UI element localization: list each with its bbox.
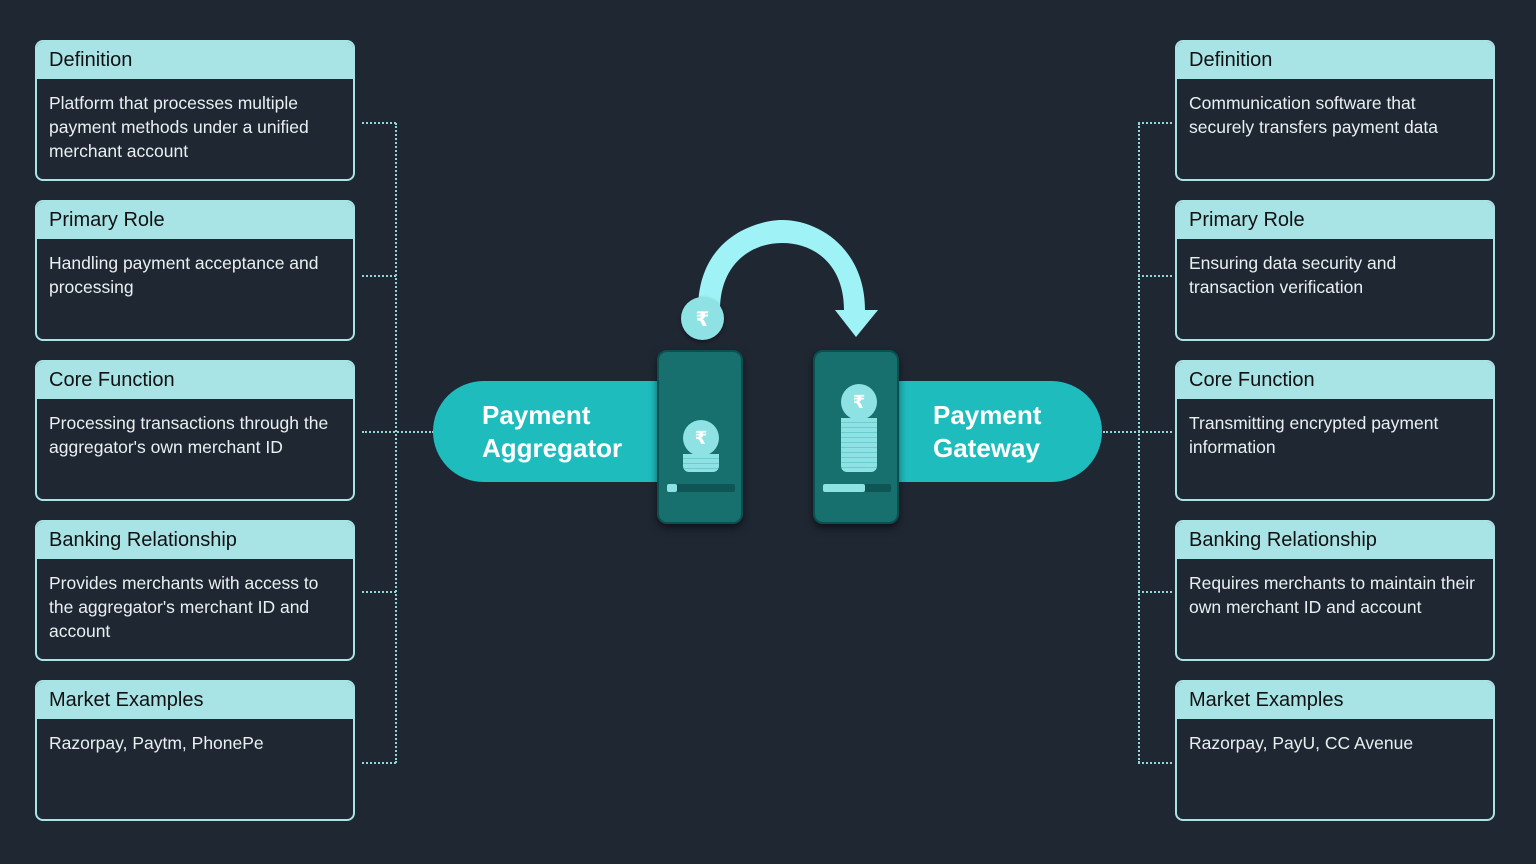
left-connector [362, 122, 396, 124]
card-body: Communication software that securely tra… [1189, 93, 1439, 137]
left-connector [362, 762, 396, 764]
rupee-coin-icon: ₹ [683, 420, 719, 456]
card-header: Core Function [37, 362, 353, 399]
left-connector [362, 431, 434, 433]
payment-aggregator-title: Payment Aggregator [482, 399, 622, 465]
card-body: Razorpay, Paytm, PhonePe [49, 733, 264, 753]
right-connector [1138, 122, 1172, 124]
aggregator-phone-icon: ₹ [657, 350, 743, 524]
card-header: Banking Relationship [37, 522, 353, 559]
left-card-market-examples: Market Examples Razorpay, Paytm, PhonePe [35, 680, 355, 821]
left-card-banking-relationship: Banking Relationship Provides merchants … [35, 520, 355, 661]
card-header: Definition [1177, 42, 1493, 79]
right-connector [1103, 431, 1172, 433]
left-card-primary-role: Primary Role Handling payment acceptance… [35, 200, 355, 341]
left-connector [362, 275, 396, 277]
title-line: Payment [933, 400, 1042, 430]
rupee-coin-icon: ₹ [681, 297, 724, 340]
curved-arrow-icon [698, 220, 878, 337]
right-connector [1138, 591, 1172, 593]
coin-stack-icon [841, 418, 877, 472]
card-header: Market Examples [1177, 682, 1493, 719]
left-card-core-function: Core Function Processing transactions th… [35, 360, 355, 501]
progress-bar [667, 484, 735, 492]
card-header: Primary Role [1177, 202, 1493, 239]
card-header: Banking Relationship [1177, 522, 1493, 559]
card-header: Primary Role [37, 202, 353, 239]
card-body: Requires merchants to maintain their own… [1189, 573, 1475, 617]
card-body: Razorpay, PayU, CC Avenue [1189, 733, 1414, 753]
left-card-definition: Definition Platform that processes multi… [35, 40, 355, 181]
gateway-phone-icon: ₹ [813, 350, 899, 524]
right-connector-vertical [1138, 123, 1140, 763]
card-body: Ensuring data security and transaction v… [1189, 253, 1397, 297]
card-body: Handling payment acceptance and processi… [49, 253, 319, 297]
right-card-core-function: Core Function Transmitting encrypted pay… [1175, 360, 1495, 501]
payment-gateway-pill [880, 381, 1102, 482]
title-line: Gateway [933, 433, 1040, 463]
right-card-definition: Definition Communication software that s… [1175, 40, 1495, 181]
title-line: Payment [482, 400, 591, 430]
progress-bar [823, 484, 891, 492]
card-header: Core Function [1177, 362, 1493, 399]
left-connector [362, 591, 396, 593]
payment-gateway-title: Payment Gateway [933, 399, 1041, 465]
right-card-market-examples: Market Examples Razorpay, PayU, CC Avenu… [1175, 680, 1495, 821]
right-connector [1138, 275, 1172, 277]
right-card-banking-relationship: Banking Relationship Requires merchants … [1175, 520, 1495, 661]
coin-stack-icon [683, 454, 719, 472]
card-body: Processing transactions through the aggr… [49, 413, 329, 457]
card-header: Definition [37, 42, 353, 79]
card-body: Transmitting encrypted payment informati… [1189, 413, 1439, 457]
title-line: Aggregator [482, 433, 623, 463]
right-card-primary-role: Primary Role Ensuring data security and … [1175, 200, 1495, 341]
right-connector [1138, 762, 1172, 764]
payment-aggregator-pill [433, 381, 673, 482]
left-connector-vertical [395, 123, 397, 763]
card-body: Platform that processes multiple payment… [49, 93, 309, 161]
card-body: Provides merchants with access to the ag… [49, 573, 319, 641]
card-header: Market Examples [37, 682, 353, 719]
rupee-coin-icon: ₹ [841, 384, 877, 420]
